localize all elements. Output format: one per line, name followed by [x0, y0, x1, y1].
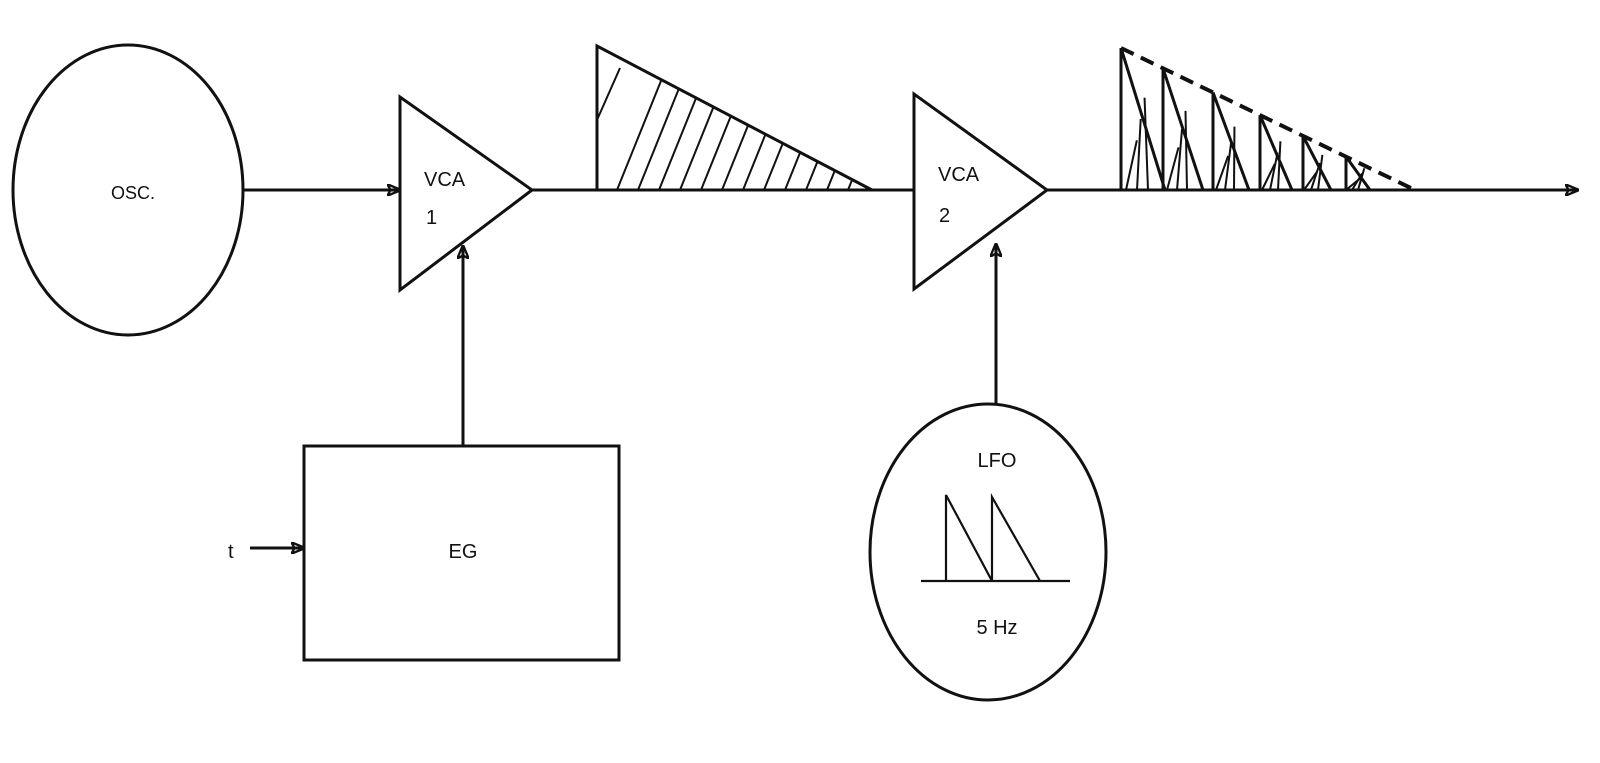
hatch-line [847, 179, 854, 191]
hatch-line [679, 106, 715, 191]
osc-node: OSC. [11, 43, 245, 337]
pulse-decay [1344, 155, 1372, 191]
lfo-node: LFO 5 Hz [868, 402, 1108, 702]
osc-label: OSC. [111, 183, 155, 203]
vca1-node: VCA 1 [398, 94, 535, 294]
hatch-line [1176, 129, 1183, 191]
eg-label: EG [449, 541, 478, 563]
hatch-line [805, 161, 819, 191]
vca2-label: VCA [938, 164, 980, 186]
hatch-line [700, 115, 732, 191]
hatch-line [1166, 147, 1180, 191]
hatch-line [637, 88, 680, 191]
lfo-circle [868, 402, 1108, 702]
vca2-number: 2 [939, 205, 950, 227]
pulse-decay [1119, 47, 1167, 191]
hatch-line [1143, 97, 1149, 191]
hatch-line [1277, 141, 1282, 191]
envelope-after-vca1 [595, 43, 873, 192]
pulse-decay [1258, 114, 1294, 191]
vca1-triangle [398, 94, 535, 294]
lfo-frequency: 5 Hz [976, 617, 1017, 639]
hatch-line [742, 133, 767, 191]
hatch-line [1136, 118, 1142, 191]
hatch-line [826, 170, 836, 191]
hatch-line [763, 142, 784, 191]
hatch-line [596, 67, 621, 121]
hatch-line [1357, 168, 1366, 191]
eg-node: EG [302, 444, 621, 662]
lfo-label: LFO [978, 450, 1017, 472]
hatch-line [1317, 154, 1324, 191]
pulse-decay [1301, 135, 1333, 191]
sawtooth-wave-icon [944, 492, 1041, 582]
trigger-label: t [228, 541, 234, 563]
envelope-after-vca2 [1119, 46, 1416, 192]
hatch-line [1310, 162, 1321, 191]
hatch-line [868, 188, 871, 191]
hatch-line [658, 97, 698, 191]
hatch-line [1269, 152, 1279, 191]
envelope-triangle [595, 43, 873, 192]
hatch-line [1351, 172, 1364, 191]
hatch-line [1261, 163, 1276, 191]
vca1-label: VCA [424, 169, 466, 191]
pulse-decay [1161, 67, 1205, 191]
vca2-node: VCA 2 [912, 91, 1050, 292]
hatch-line [616, 79, 663, 191]
envelope-dashed-outline [1120, 46, 1416, 192]
hatch-line [784, 152, 802, 191]
hatch-line [1224, 141, 1233, 191]
hatch-line [721, 124, 750, 191]
hatch-line [1184, 110, 1188, 191]
vca1-number: 1 [426, 207, 437, 229]
vca2-triangle [912, 91, 1050, 292]
hatch-line [1215, 155, 1230, 191]
hatch-line [1125, 140, 1138, 191]
